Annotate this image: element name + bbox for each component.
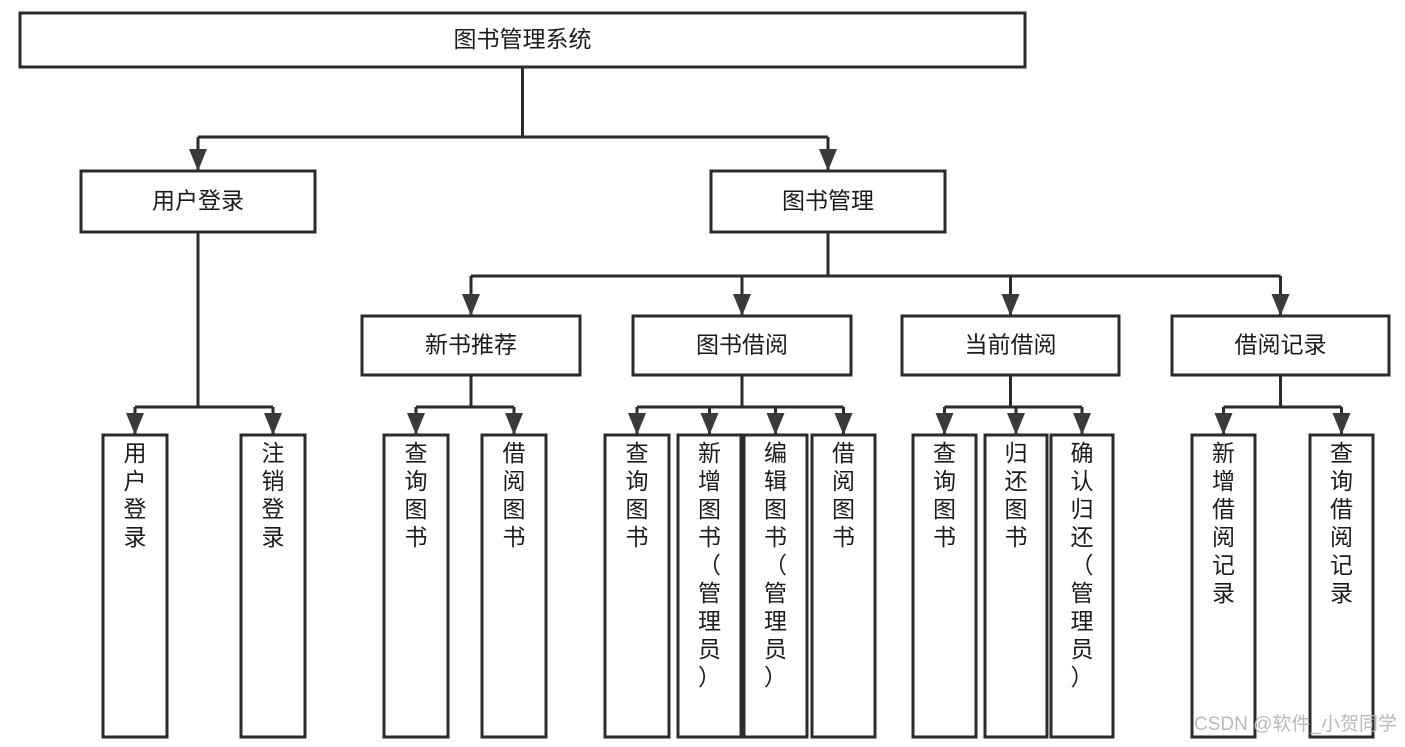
arrow-head-icon: [935, 413, 954, 435]
arrow-head-icon: [462, 294, 480, 316]
node-box-borrow-record: [1170, 314, 1391, 377]
node-user-login[interactable]: 用户登录: [79, 169, 317, 234]
node-label-new-book-recommend: 新书推荐: [425, 332, 517, 358]
node-label-leaf-return-book: 归还图书: [1005, 440, 1028, 550]
node-box-leaf-borrow-book: [810, 433, 877, 739]
connector-new-book-recommend-to-leaves: [407, 375, 523, 435]
arrow-head-icon: [1271, 294, 1290, 316]
node-current-borrow[interactable]: 当前借阅: [900, 314, 1121, 377]
node-book-management[interactable]: 图书管理: [709, 169, 947, 234]
node-box-root: [18, 11, 1027, 69]
node-box-leaf-add-book-admin: [676, 433, 743, 739]
arrow-head-icon: [766, 413, 785, 435]
node-label-leaf-borrow-book-recommend: 借阅图书: [503, 440, 526, 550]
arrow-head-icon: [819, 149, 837, 171]
node-label-root: 图书管理系统: [454, 26, 592, 52]
node-label-user-login: 用户登录: [152, 188, 244, 214]
node-box-leaf-return-book: [983, 433, 1049, 739]
connector-book-management-to-level3: [462, 232, 1290, 316]
node-borrow-record[interactable]: 借阅记录: [1170, 314, 1391, 377]
node-box-leaf-edit-book-admin: [742, 433, 809, 739]
arrow-head-icon: [733, 294, 751, 316]
node-label-leaf-add-borrow-record: 新增借阅记录: [1212, 440, 1235, 606]
arrow-head-icon: [1007, 413, 1025, 435]
node-leaf-return-book[interactable]: 归还图书: [983, 433, 1049, 739]
node-box-leaf-query-book-borrow: [603, 433, 671, 739]
node-box-leaf-borrow-book-recommend: [480, 433, 548, 739]
connector-layer: [126, 67, 1351, 435]
node-box-leaf-logout-login: [239, 433, 307, 739]
arrow-head-icon: [1001, 294, 1020, 316]
node-label-leaf-query-book-borrow: 查询图书: [626, 440, 649, 550]
arrow-head-icon: [126, 413, 144, 435]
arrow-head-icon: [1073, 413, 1091, 435]
node-label-leaf-query-book-current: 查询图书: [933, 440, 956, 550]
node-leaf-borrow-book-recommend[interactable]: 借阅图书: [480, 433, 548, 739]
node-leaf-logout-login[interactable]: 注销登录: [239, 433, 307, 739]
node-box-user-login: [79, 169, 317, 234]
node-box-new-book-recommend: [360, 314, 582, 377]
node-label-leaf-query-book-recommend: 查询图书: [405, 440, 428, 550]
node-leaf-query-book-current[interactable]: 查询图书: [911, 433, 978, 739]
node-box-leaf-confirm-return-admin: [1049, 433, 1115, 739]
arrow-head-icon: [189, 149, 207, 171]
node-new-book-recommend[interactable]: 新书推荐: [360, 314, 582, 377]
node-leaf-query-borrow-record[interactable]: 查询借阅记录: [1308, 433, 1375, 739]
arrow-head-icon: [628, 413, 646, 435]
node-box-book-management: [709, 169, 947, 234]
node-label-leaf-confirm-return-admin: 确认归还（管理员）: [1071, 440, 1094, 690]
node-leaf-add-borrow-record[interactable]: 新增借阅记录: [1190, 433, 1257, 739]
arrow-head-icon: [700, 413, 719, 435]
csdn-watermark: CSDN @软件_小贺同学: [1194, 713, 1397, 735]
connector-current-borrow-to-leaves: [935, 375, 1091, 435]
arrow-head-icon: [1214, 413, 1233, 435]
node-box-leaf-query-book-current: [911, 433, 978, 739]
node-label-leaf-edit-book-admin: 编辑图书（管理员）: [764, 440, 787, 690]
arrow-head-icon: [1332, 413, 1351, 435]
node-box-current-borrow: [900, 314, 1121, 377]
node-leaf-edit-book-admin[interactable]: 编辑图书（管理员）: [742, 433, 809, 739]
connector-borrow-record-to-leaves: [1214, 375, 1351, 435]
node-label-leaf-logout-login: 注销登录: [262, 440, 285, 550]
node-box-leaf-user-login: [101, 433, 169, 739]
node-label-current-borrow: 当前借阅: [965, 332, 1057, 358]
node-label-leaf-query-borrow-record: 查询借阅记录: [1330, 440, 1353, 606]
node-label-leaf-user-login: 用户登录: [124, 440, 147, 550]
node-label-borrow-record: 借阅记录: [1235, 332, 1327, 358]
connector-user-login-to-leaves: [126, 232, 282, 435]
node-leaf-user-login[interactable]: 用户登录: [101, 433, 169, 739]
node-leaf-confirm-return-admin[interactable]: 确认归还（管理员）: [1049, 433, 1115, 739]
node-root[interactable]: 图书管理系统: [18, 11, 1027, 69]
node-label-book-management: 图书管理: [782, 188, 874, 214]
connector-book-borrow-to-leaves: [628, 375, 853, 435]
node-box-leaf-add-borrow-record: [1190, 433, 1257, 739]
node-leaf-query-book-recommend[interactable]: 查询图书: [382, 433, 450, 739]
node-label-leaf-borrow-book: 借阅图书: [832, 440, 855, 550]
node-leaf-query-book-borrow[interactable]: 查询图书: [603, 433, 671, 739]
arrow-head-icon: [834, 413, 853, 435]
node-leaf-borrow-book[interactable]: 借阅图书: [810, 433, 877, 739]
node-box-book-borrow: [631, 314, 853, 377]
node-leaf-add-book-admin[interactable]: 新增图书（管理员）: [676, 433, 743, 739]
arrow-head-icon: [505, 413, 523, 435]
node-label-book-borrow: 图书借阅: [696, 332, 788, 358]
connector-root-to-level2: [189, 67, 837, 171]
arrow-head-icon: [407, 413, 425, 435]
node-layer: 图书管理系统用户登录图书管理新书推荐图书借阅当前借阅借阅记录用户登录注销登录查询…: [18, 11, 1391, 739]
arrow-head-icon: [264, 413, 282, 435]
node-label-leaf-add-book-admin: 新增图书（管理员）: [698, 440, 721, 690]
node-book-borrow[interactable]: 图书借阅: [631, 314, 853, 377]
node-box-leaf-query-book-recommend: [382, 433, 450, 739]
node-box-leaf-query-borrow-record: [1308, 433, 1375, 739]
